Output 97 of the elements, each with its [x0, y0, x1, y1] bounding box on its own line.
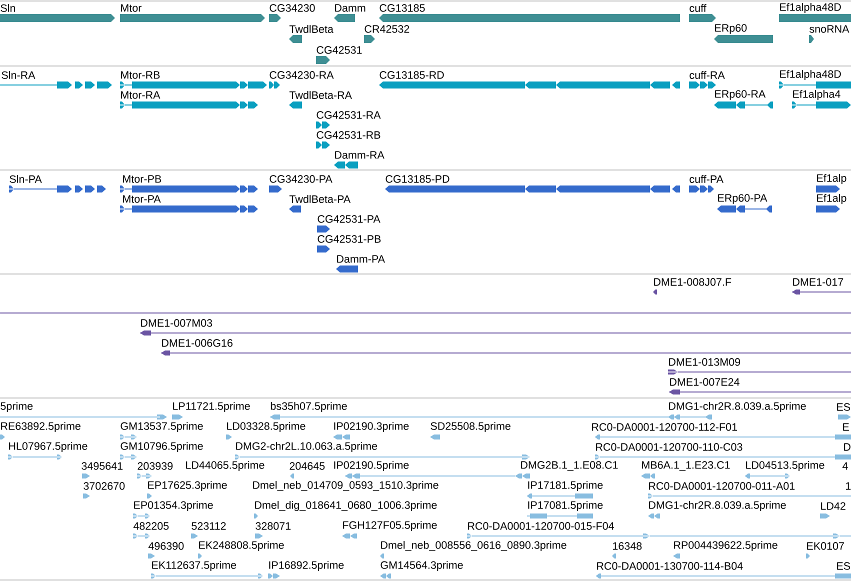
feature-label: EK248808.5prime	[199, 540, 284, 551]
feature-label: Damm-RA	[335, 151, 384, 159]
feature-label: CG13185-PD	[386, 175, 450, 183]
feature-label: Damm-PA	[337, 255, 385, 263]
feature-label: ERp60-RA	[715, 90, 766, 100]
feature-label: IP17081.5prime	[528, 500, 603, 511]
feature-label: ERp60	[715, 24, 747, 34]
feature-label: LD42	[821, 502, 846, 510]
feature-label: CG42531	[316, 46, 362, 54]
feature-label: ERp60-PA	[718, 194, 768, 204]
feature-label: Ef1alp	[817, 174, 846, 184]
feature-label: 328071	[256, 522, 291, 530]
feature-label: LD04513.5prime	[746, 460, 824, 471]
feature-label: DMG2-chr2L.10.063.a.5prime	[236, 442, 378, 452]
feature-label: Ef1alpha4	[793, 90, 840, 100]
feature-label: GM10796.5prime	[120, 442, 203, 452]
feature-label: RC0-DA0001-130700-114-B04	[597, 562, 743, 570]
feature-label: CG42531-RB	[316, 131, 380, 139]
feature-label: Sln-RA	[2, 71, 36, 79]
feature-label: IP02190.3prime	[334, 422, 409, 432]
feature-label: CG34230	[270, 4, 315, 12]
feature-label: Mtor-PA	[123, 195, 161, 203]
feature-label: Ef1alpha48D	[780, 70, 841, 80]
feature-label: Sln-PA	[10, 175, 42, 183]
feature-label: DME1-008J07.F	[654, 278, 732, 286]
feature-label: EP01354.3prime	[134, 500, 213, 511]
feature-label: RE63892.5prime	[1, 422, 80, 432]
feature-label: ES	[837, 403, 850, 411]
feature-label: IP16892.5prime	[269, 560, 344, 571]
feature-label: D	[844, 443, 850, 451]
feature-label: LD03328.5prime	[227, 422, 306, 432]
feature-label: Mtor	[121, 4, 142, 12]
feature-label: GM14564.3prime	[380, 560, 463, 571]
feature-label: Dmel_neb_014709_0593_1510.3prime	[253, 480, 438, 491]
feature-label: CG13185-RD	[380, 71, 444, 79]
feature-label: 4	[842, 462, 848, 470]
feature-label: HL07967.5prime	[9, 442, 88, 452]
feature-label: Damm	[335, 4, 366, 12]
feature-label: CG34230-PA	[270, 175, 332, 183]
feature-label: CG42531-RA	[316, 111, 381, 119]
feature-label: RC0-DA0001-120700-015-F04	[468, 522, 614, 530]
feature-label: DME1-013M09	[669, 358, 740, 366]
feature-label: Mtor-RB	[121, 71, 160, 79]
feature-label: EP17625.3prime	[148, 480, 227, 491]
feature-label: Mtor-RA	[121, 91, 160, 99]
feature-label: cuff	[690, 4, 706, 12]
feature-label: CG34230-RA	[270, 71, 334, 79]
feature-label: CG13185	[380, 4, 425, 12]
feature-label: 203939	[138, 462, 173, 470]
feature-label: FGH127F05.5prime	[343, 520, 437, 531]
feature-label: Ef1alpha48D	[780, 2, 841, 14]
feature-label: DMG1-chr2R.8.039.a.5prime	[649, 500, 786, 511]
feature-label: cuff-RA	[690, 71, 725, 79]
feature-label: Dmel_neb_008556_0616_0890.3prime	[381, 540, 566, 551]
feature-label: TwdlBeta-PA	[289, 195, 351, 203]
feature-label: 523112	[192, 522, 226, 530]
feature-label: E	[843, 423, 849, 431]
feature-label: Dmel_dig_018641_0680_1006.3prime	[255, 500, 437, 511]
feature-label: 496390	[148, 542, 184, 550]
feature-label: RC0-DA0001-120700-110-C03	[596, 443, 742, 451]
feature-label: IP02190.5prime	[334, 460, 409, 471]
feature-label: DME1-007M03	[141, 319, 212, 327]
feature-label: LP11721.5prime	[173, 402, 250, 412]
feature-label: CG42531-PB	[318, 235, 381, 243]
feature-label: Ef1alp	[817, 194, 846, 204]
feature-label: CR42532	[364, 25, 410, 33]
feature-label: DMG2B.1_1.E08.C1	[521, 461, 618, 471]
feature-label: CG42531-PA	[318, 215, 380, 223]
feature-label: 204645	[290, 462, 325, 470]
feature-label: 5prime	[0, 402, 33, 412]
feature-label: cuff-PA	[690, 175, 724, 183]
feature-label: TwdlBeta	[289, 25, 334, 33]
feature-label: EK0107	[807, 542, 844, 550]
feature-label: DME1-017	[793, 278, 844, 286]
feature-label: IP17181.5prime	[528, 480, 603, 491]
feature-label: ES	[837, 562, 850, 570]
feature-label: 482205	[133, 522, 169, 530]
feature-label: 3702670	[84, 482, 125, 490]
feature-label: DME1-006G16	[162, 339, 232, 347]
feature-label: RC0-DA0001-120700-011-A01	[649, 482, 795, 490]
feature-label: EK112637.5prime	[152, 560, 236, 571]
feature-label: 16348	[613, 542, 642, 550]
feature-label: Mtor-PB	[123, 175, 162, 183]
feature-label: SD25508.5prime	[430, 422, 510, 432]
feature-label: snoRNA	[810, 25, 850, 33]
feature-label: DMG1-chr2R.8.039.a.5prime	[669, 402, 806, 412]
feature-label: bs35h07.5prime	[270, 402, 347, 412]
feature-label: RC0-DA0001-120700-112-F01	[592, 423, 737, 431]
feature-label: Sln	[0, 4, 16, 12]
feature-label: MB6A.1_1.E23.C1	[642, 461, 730, 471]
feature-label: 3495641	[82, 462, 123, 470]
feature-label: TwdlBeta-RA	[289, 91, 352, 99]
feature-label: RP004439622.5prime	[674, 540, 778, 551]
feature-label: 1	[846, 482, 851, 490]
feature-label: LD44065.5prime	[186, 460, 264, 471]
feature-label: GM13537.5prime	[120, 422, 203, 432]
feature-label: DME1-007E24	[670, 378, 740, 386]
